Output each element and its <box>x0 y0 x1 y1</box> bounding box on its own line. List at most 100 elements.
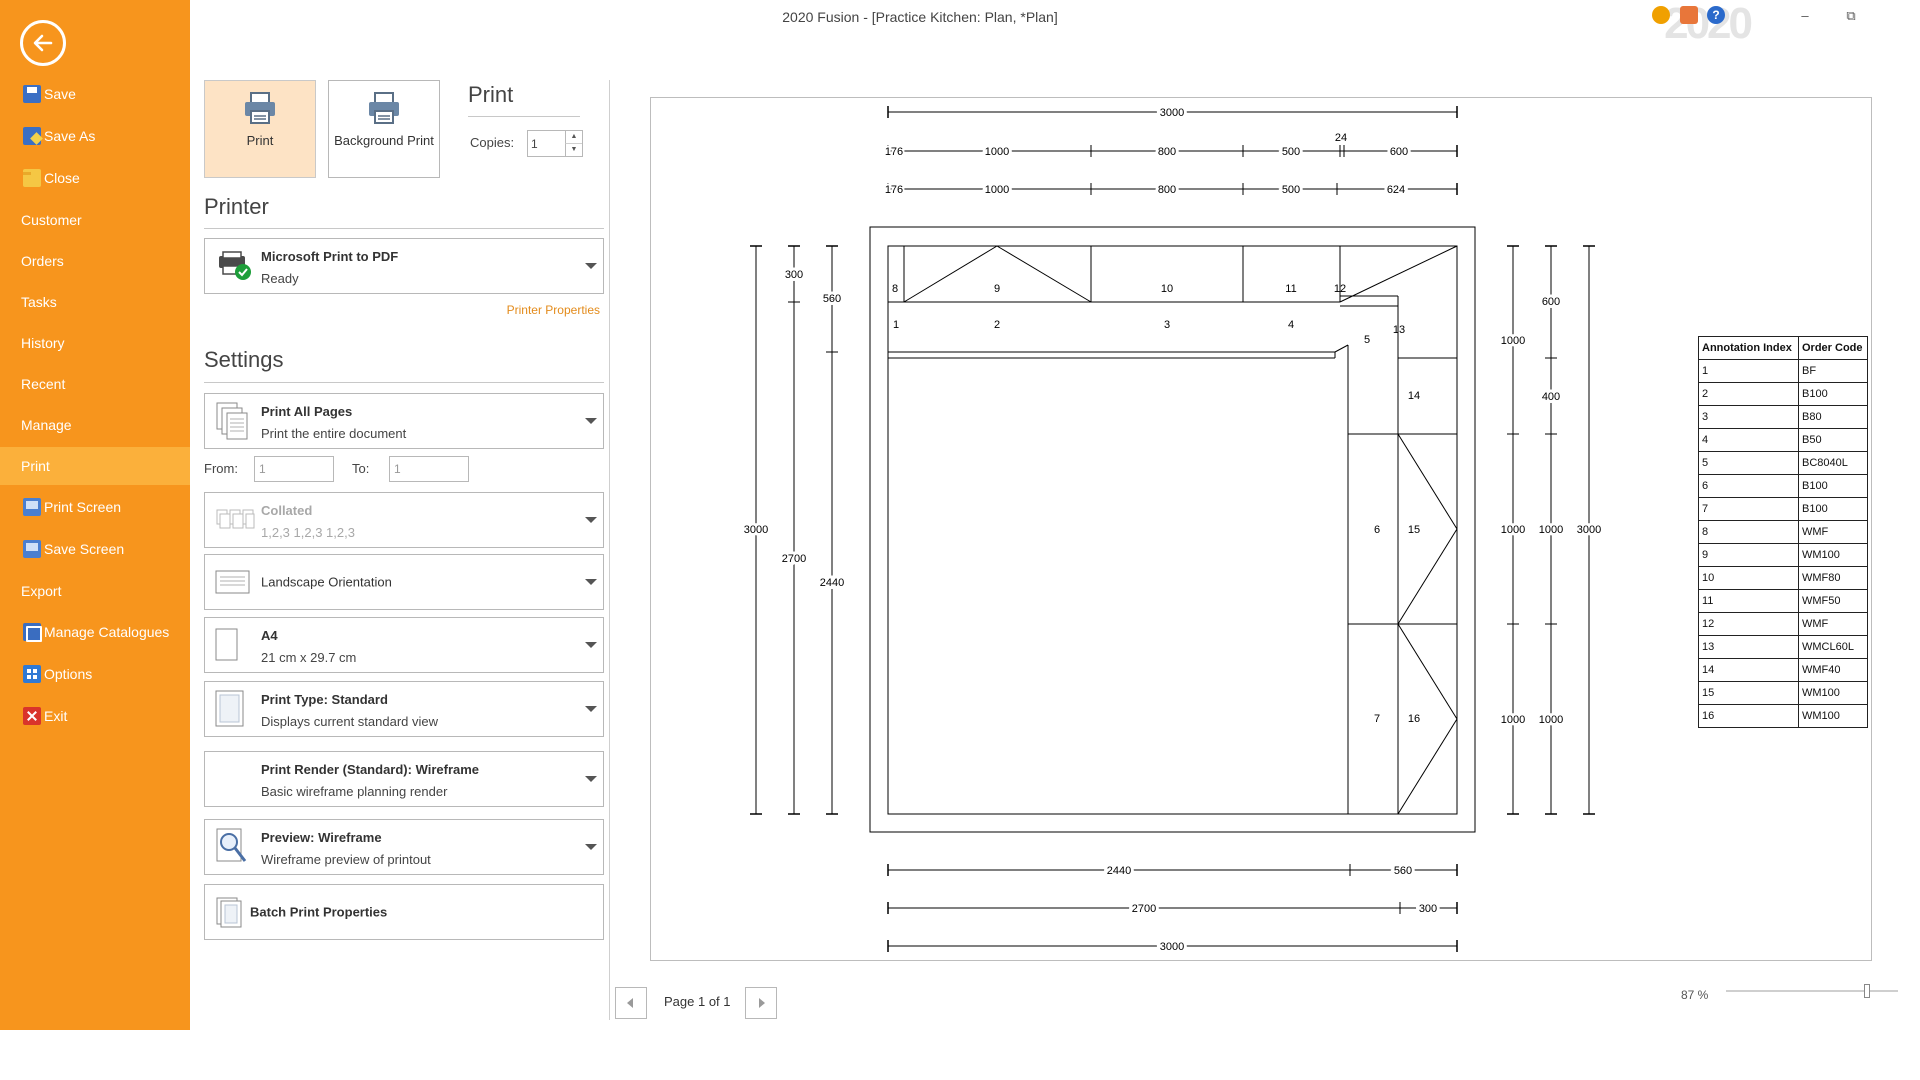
cabinet-label: 11 <box>1285 283 1296 295</box>
copies-input[interactable] <box>531 134 563 153</box>
dim-label: 300 <box>785 269 803 281</box>
table-header-cell: Annotation Index <box>1698 336 1799 360</box>
dim-label: 2440 <box>820 577 844 589</box>
save-screen-icon <box>23 540 41 558</box>
zoom-slider-thumb[interactable] <box>1864 984 1871 998</box>
dim-label: 3000 <box>1160 941 1184 953</box>
menu-item-save-screen[interactable]: Save Screen <box>0 530 190 568</box>
background-print-button[interactable]: Background Print <box>328 80 440 178</box>
back-button[interactable] <box>20 20 66 66</box>
menu-item-exit[interactable]: Exit <box>0 697 190 735</box>
next-page-button[interactable] <box>745 987 777 1019</box>
menu-item-orders[interactable]: Orders <box>0 242 190 280</box>
table-cell: 15 <box>1698 681 1799 705</box>
printer-properties-link[interactable]: Printer Properties <box>506 303 600 317</box>
dim-label: 560 <box>1394 865 1412 877</box>
cabinet-label: 5 <box>1364 334 1370 346</box>
dim-label: 176 <box>885 184 903 196</box>
to-page-field[interactable] <box>389 456 469 482</box>
paper-size-title: A4 <box>261 628 278 643</box>
copies-stepper[interactable]: ▲ ▼ <box>527 130 583 157</box>
cabinet-label: 6 <box>1374 524 1380 536</box>
menu-item-print-screen[interactable]: Print Screen <box>0 488 190 526</box>
menu-item-save-as[interactable]: Save As <box>0 117 190 155</box>
preview-mode-dropdown[interactable]: Preview: Wireframe Wireframe preview of … <box>204 819 604 875</box>
menu-item-export[interactable]: Export <box>0 572 190 610</box>
menu-item-manage[interactable]: Manage <box>0 406 190 444</box>
print-button[interactable]: Print <box>204 80 316 178</box>
zoom-slider[interactable] <box>1726 990 1898 992</box>
cabinet-label: 12 <box>1334 283 1346 295</box>
chevron-down-icon <box>585 706 597 712</box>
print-range-dropdown[interactable]: Print All Pages Print the entire documen… <box>204 393 604 449</box>
table-cell: BF <box>1798 359 1868 383</box>
divider <box>204 382 604 383</box>
table-cell: WM100 <box>1798 543 1868 567</box>
paper-size-subtitle: 21 cm x 29.7 cm <box>261 650 357 665</box>
printer-icon <box>369 92 399 124</box>
dim-label: 600 <box>1390 146 1408 158</box>
background-print-label: Background Print <box>334 133 434 148</box>
dim-label: 24 <box>1335 132 1347 144</box>
restore-button[interactable]: ⧉ <box>1846 8 1856 23</box>
previous-page-button[interactable] <box>615 987 647 1019</box>
orientation-dropdown[interactable]: Landscape Orientation <box>204 554 604 610</box>
menu-item-recent[interactable]: Recent <box>0 365 190 403</box>
panel-splitter[interactable] <box>609 80 610 1020</box>
orientation-value: Landscape Orientation <box>261 574 392 590</box>
table-cell: WMF <box>1798 612 1868 636</box>
dim-label: 1000 <box>985 184 1009 196</box>
users-icon[interactable] <box>1680 6 1698 24</box>
batch-print-properties-button[interactable]: Batch Print Properties <box>204 884 604 940</box>
table-cell: 12 <box>1698 612 1799 636</box>
preview-mode-subtitle: Wireframe preview of printout <box>261 852 431 867</box>
menu-item-close[interactable]: Close <box>0 159 190 197</box>
from-page-field[interactable] <box>254 456 334 482</box>
menu-item-label: Recent <box>21 376 66 392</box>
table-cell: 10 <box>1698 566 1799 590</box>
dim-label: 3000 <box>1577 524 1601 536</box>
cabinet-label: 2 <box>994 319 1000 331</box>
batch-print-label: Batch Print Properties <box>250 904 388 920</box>
dim-label: 300 <box>1419 903 1437 915</box>
collation-title: Collated <box>261 503 313 518</box>
menu-item-save[interactable]: Save <box>0 75 190 113</box>
dim-label: 560 <box>823 293 841 305</box>
menu-item-customer[interactable]: Customer <box>0 201 190 239</box>
folder-close-icon <box>23 169 41 187</box>
printer-dropdown[interactable]: Microsoft Print to PDF Ready <box>204 238 604 294</box>
dim-label: 600 <box>1542 296 1560 308</box>
menu-item-tasks[interactable]: Tasks <box>0 283 190 321</box>
menu-item-manage-catalogues[interactable]: Manage Catalogues <box>0 613 190 651</box>
table-cell: 16 <box>1698 704 1799 728</box>
lightbulb-icon[interactable] <box>1652 6 1670 24</box>
print-render-dropdown[interactable]: Print Render (Standard): Wireframe Basic… <box>204 751 604 807</box>
dim-label: 624 <box>1387 184 1405 196</box>
chevron-down-icon <box>585 776 597 782</box>
menu-item-options[interactable]: Options <box>0 655 190 693</box>
menu-item-print[interactable]: Print <box>0 447 190 485</box>
cabinet-label: 9 <box>994 283 1000 295</box>
table-cell: WMCL60L <box>1798 635 1868 659</box>
batch-pages-icon <box>216 897 242 928</box>
copies-decrement-button[interactable]: ▼ <box>565 144 582 157</box>
dim-label: 800 <box>1158 146 1176 158</box>
print-type-dropdown[interactable]: Print Type: Standard Displays current st… <box>204 681 604 737</box>
chevron-down-icon <box>585 844 597 850</box>
save-icon <box>23 85 41 103</box>
menu-item-history[interactable]: History <box>0 324 190 362</box>
preview-mode-title: Preview: Wireframe <box>261 830 382 845</box>
title-bar: 2020 Fusion - [Practice Kitchen: Plan, *… <box>190 0 1920 46</box>
minimize-button[interactable]: – <box>1801 8 1809 23</box>
dim-label: 3000 <box>1160 107 1184 119</box>
copies-increment-button[interactable]: ▲ <box>565 131 582 144</box>
paper-size-dropdown[interactable]: A4 21 cm x 29.7 cm <box>204 617 604 673</box>
help-icon[interactable]: ? <box>1707 6 1725 24</box>
collation-dropdown[interactable]: Collated 1,2,3 1,2,3 1,2,3 <box>204 492 604 548</box>
table-cell: 11 <box>1698 589 1799 613</box>
